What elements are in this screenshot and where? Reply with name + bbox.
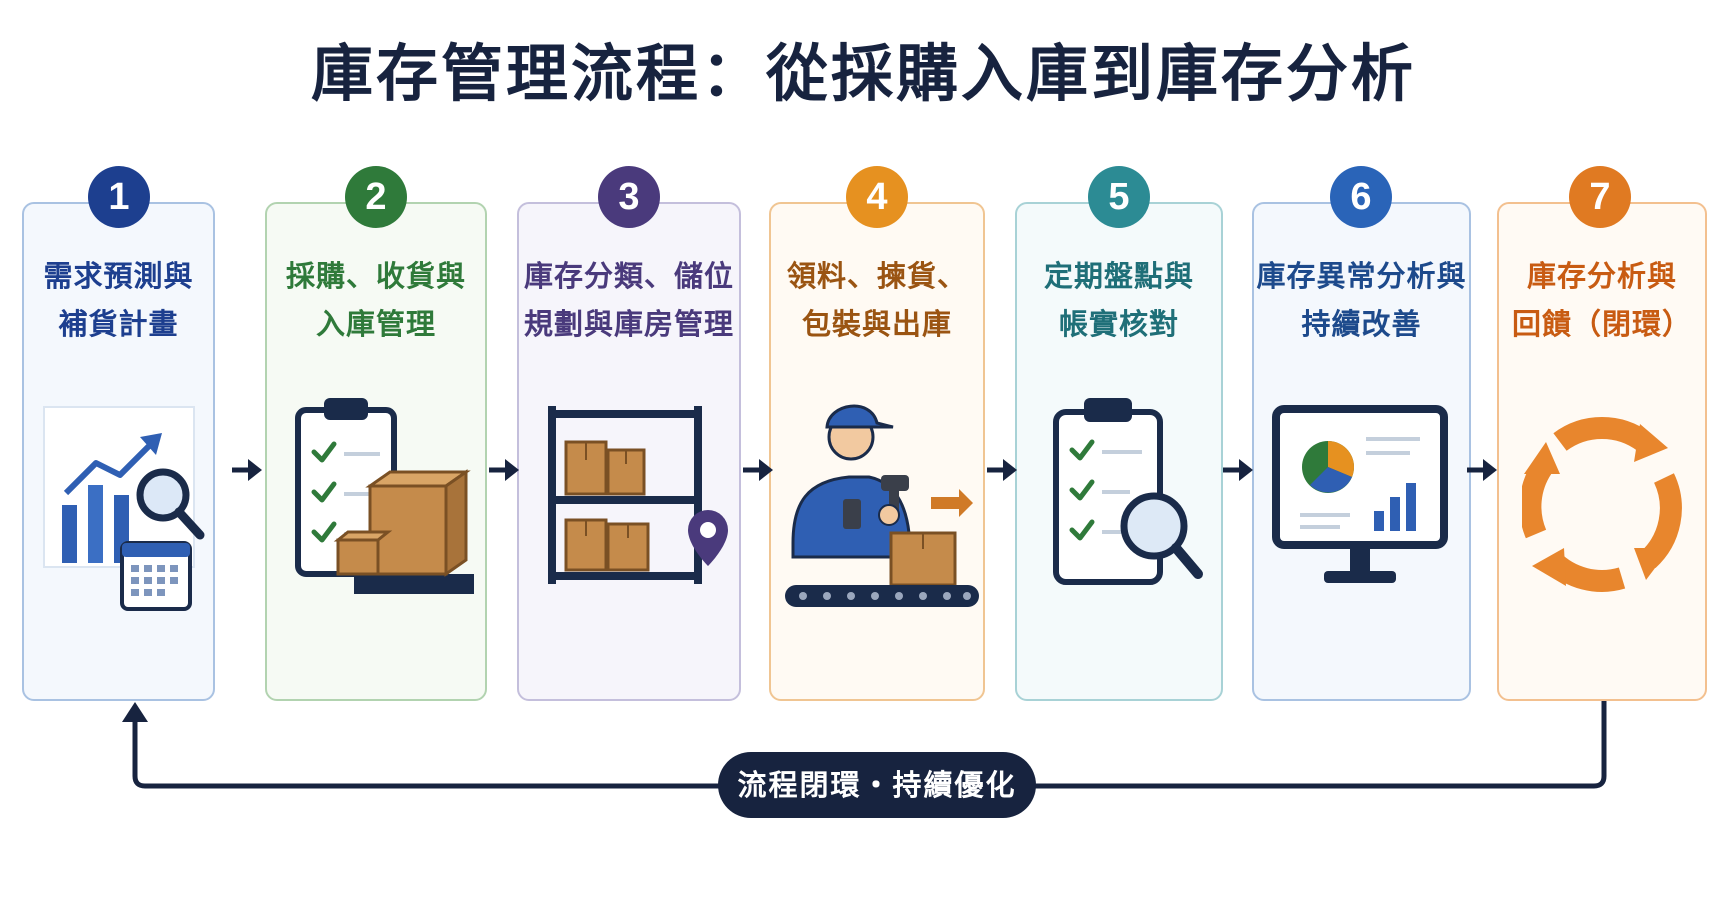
page-title: 庫存管理流程：從採購入庫到庫存分析 (310, 37, 1416, 110)
step-label-4-line2: 包裝與出庫 (801, 307, 952, 341)
step-number-3: 3 (598, 166, 660, 228)
step-card-4 (769, 202, 985, 701)
step-label-4: 領料、揀貨、 包裝與出庫 (769, 252, 985, 348)
clipboard-boxes-icon (295, 398, 474, 594)
clipboard-magnifier-icon (1053, 398, 1203, 585)
step-label-6-line1: 庫存異常分析與 (1256, 259, 1467, 293)
step-number-5: 5 (1088, 166, 1150, 228)
step-label-1-line2: 補貨計畫 (58, 307, 179, 341)
step-label-1-line1: 需求預測與 (43, 259, 194, 293)
step-card-7 (1497, 202, 1707, 701)
flow-arrow-2-3 (489, 459, 519, 481)
step-number-2: 2 (345, 166, 407, 228)
cycle-arrows-icon (1522, 417, 1682, 592)
step-label-5: 定期盤點與 帳實核對 (1015, 252, 1223, 348)
step-label-5-line2: 帳實核對 (1058, 307, 1179, 341)
step-label-2: 採購、收貨與 入庫管理 (265, 252, 487, 348)
step-label-7-line1: 庫存分析與 (1526, 259, 1677, 293)
step-label-3-line2: 規劃與庫房管理 (523, 307, 734, 341)
step-label-7: 庫存分析與 回饋（閉環） (1497, 252, 1707, 348)
step-number-6: 6 (1330, 166, 1392, 228)
step-label-2-line2: 入庫管理 (315, 307, 436, 341)
monitor-charts-icon (1272, 405, 1448, 583)
step-label-3: 庫存分類、儲位 規劃與庫房管理 (517, 252, 741, 348)
shelving-location-icon (548, 406, 728, 584)
worker-scanner-conveyor-icon (785, 404, 979, 607)
step-label-6-line2: 持續改善 (1301, 307, 1422, 341)
step-label-6: 庫存異常分析與 持續改善 (1252, 252, 1471, 348)
chart-magnifier-calendar-icon (43, 406, 205, 611)
step-number-7: 7 (1569, 166, 1631, 228)
step-label-1: 需求預測與 補貨計畫 (22, 252, 215, 348)
step-number-1: 1 (88, 166, 150, 228)
loop-label-pill: 流程閉環・持續優化 (718, 752, 1036, 818)
flow-arrow-3-4 (743, 459, 773, 481)
step-label-5-line1: 定期盤點與 (1043, 259, 1194, 293)
flow-arrow-4-5 (987, 459, 1017, 481)
flow-arrow-1-2 (232, 459, 262, 481)
step-label-7-line2: 回饋（閉環） (1511, 307, 1692, 341)
flow-arrow-5-6 (1223, 459, 1253, 481)
step-label-4-line1: 領料、揀貨、 (786, 259, 967, 293)
step-label-2-line1: 採購、收貨與 (285, 259, 466, 293)
flow-arrow-6-7 (1467, 459, 1497, 481)
step-label-3-line1: 庫存分類、儲位 (523, 259, 734, 293)
step-number-4: 4 (846, 166, 908, 228)
